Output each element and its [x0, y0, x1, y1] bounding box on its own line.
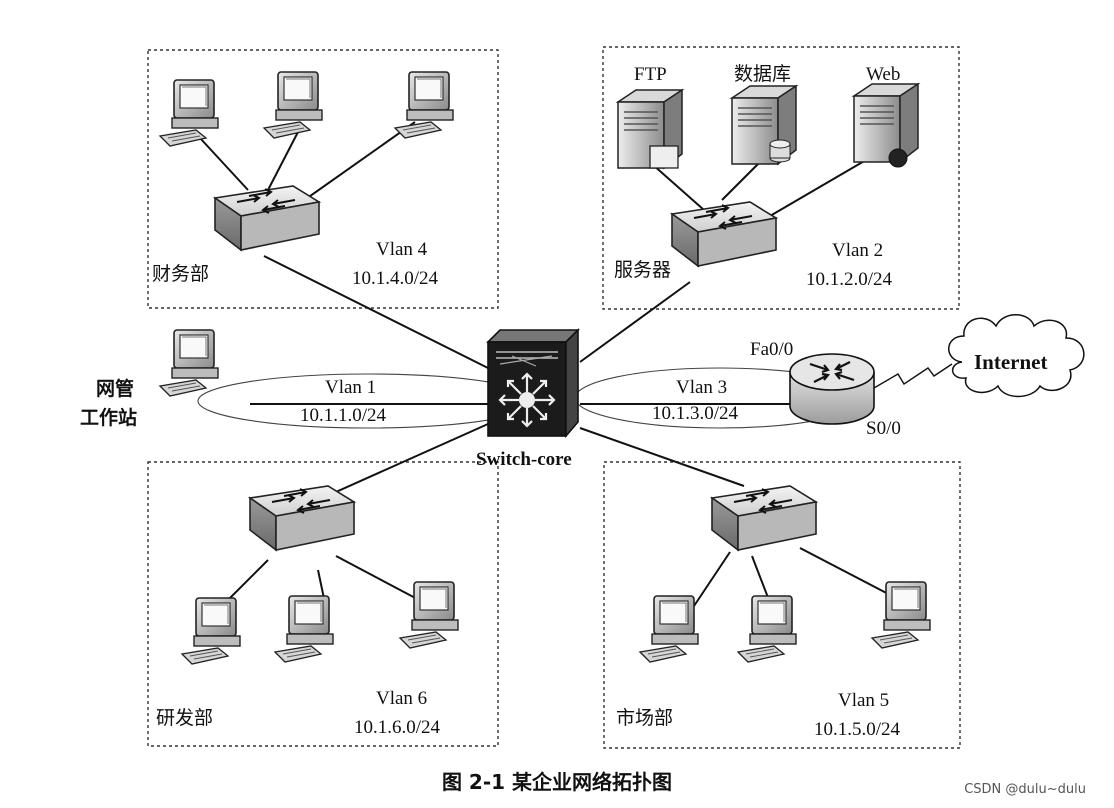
finance-name: 财务部	[152, 263, 209, 285]
vlan3-label: Vlan 3	[676, 377, 727, 398]
ftp-label: FTP	[634, 64, 667, 85]
server-subnet: 10.1.2.0/24	[806, 269, 893, 290]
market-group-border	[603, 461, 961, 749]
mgmt-name-line1: 网管	[96, 377, 134, 400]
mgmt-workstation[interactable]	[159, 329, 219, 397]
serial-link	[873, 363, 953, 389]
rnd-pc-2[interactable]	[274, 595, 334, 663]
finance-group-border	[147, 49, 499, 309]
finance-pc-2[interactable]	[263, 71, 323, 139]
vlan1-label: Vlan 1	[325, 377, 376, 398]
rnd-name: 研发部	[156, 707, 213, 729]
core-switch-label: Switch-core	[476, 449, 572, 470]
watermark: CSDN @dulu~dulu	[964, 782, 1086, 797]
vlan1-subnet: 10.1.1.0/24	[300, 405, 387, 426]
finance-switch[interactable]	[214, 185, 320, 251]
router-port-fa0: Fa0/0	[750, 339, 793, 360]
finance-subnet: 10.1.4.0/24	[352, 268, 439, 289]
vlan3-subnet: 10.1.3.0/24	[652, 403, 739, 424]
market-pc-3[interactable]	[871, 581, 931, 649]
rnd-vlan: Vlan 6	[376, 688, 427, 709]
market-subnet: 10.1.5.0/24	[814, 719, 901, 740]
db-label: 数据库	[734, 63, 791, 85]
internet-cloud[interactable]	[948, 314, 1085, 398]
server-group-name: 服务器	[614, 259, 671, 281]
rnd-switch[interactable]	[249, 485, 355, 551]
figure-caption: 图 2-1 某企业网络拓扑图	[441, 770, 673, 794]
finance-pc-3[interactable]	[394, 71, 454, 139]
web-label: Web	[866, 64, 900, 85]
router[interactable]	[789, 353, 875, 425]
internet-label: Internet	[974, 350, 1047, 374]
links	[199, 121, 897, 613]
rnd-pc-1[interactable]	[181, 597, 241, 665]
finance-vlan: Vlan 4	[376, 239, 428, 260]
market-pc-1[interactable]	[639, 595, 699, 663]
market-switch[interactable]	[711, 485, 817, 551]
web-server[interactable]	[853, 83, 919, 168]
market-name: 市场部	[616, 707, 673, 729]
rnd-subnet: 10.1.6.0/24	[354, 717, 441, 738]
server-switch[interactable]	[671, 201, 777, 267]
market-vlan: Vlan 5	[838, 690, 889, 711]
market-pc-2[interactable]	[737, 595, 797, 663]
ftp-server[interactable]	[617, 89, 683, 169]
server-vlan: Vlan 2	[832, 240, 883, 261]
server-group-border	[602, 46, 960, 310]
router-port-s0: S0/0	[866, 418, 901, 439]
core-switch[interactable]	[486, 328, 580, 439]
rnd-pc-3[interactable]	[399, 581, 459, 649]
finance-pc-1[interactable]	[159, 79, 219, 147]
rnd-group-border	[147, 461, 499, 747]
mgmt-name-line2: 工作站	[80, 406, 137, 429]
database-server[interactable]	[731, 85, 797, 165]
